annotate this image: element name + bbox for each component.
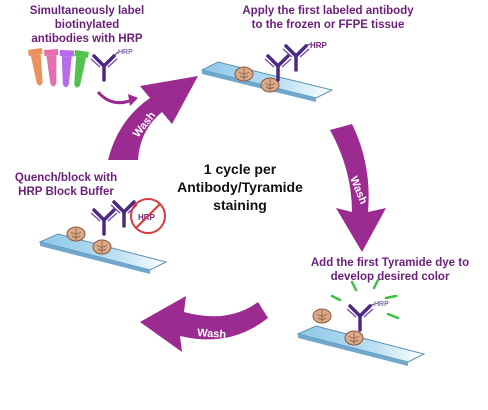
svg-text:HRP: HRP: [118, 49, 133, 56]
wash-arrow-bottom: Wash: [140, 296, 268, 352]
cycle-center-label: 1 cycle per Antibody/Tyramide staining: [177, 161, 303, 213]
curved-arrow-small: [96, 90, 133, 105]
slide-quench: HRP: [38, 198, 168, 274]
step-label-quench: Quench/block with HRP Block Buffer: [14, 172, 118, 198]
block-symbol: [130, 198, 166, 234]
slide-apply: HRP: [200, 41, 334, 102]
slide-tyramide: HRP: [296, 278, 426, 366]
svg-text:HRP: HRP: [374, 301, 389, 308]
tubes-icon: [28, 48, 89, 88]
antibody-hrp-icon-1: HRP: [89, 49, 133, 82]
tyramide-glow: [330, 278, 400, 320]
wash-arrow-top-left: Wash: [108, 76, 198, 160]
svg-text:HRP: HRP: [310, 41, 328, 50]
wash-label-3: Wash: [197, 327, 227, 341]
step-label-tyramide: Add the first Tyramide dye to develop de…: [310, 257, 470, 283]
wash-arrow-right: Wash: [330, 124, 386, 252]
step-label-antibodies: Simultaneously label biotinylated antibo…: [29, 5, 145, 45]
step-label-apply: Apply the first labeled antibody to the …: [242, 5, 414, 31]
